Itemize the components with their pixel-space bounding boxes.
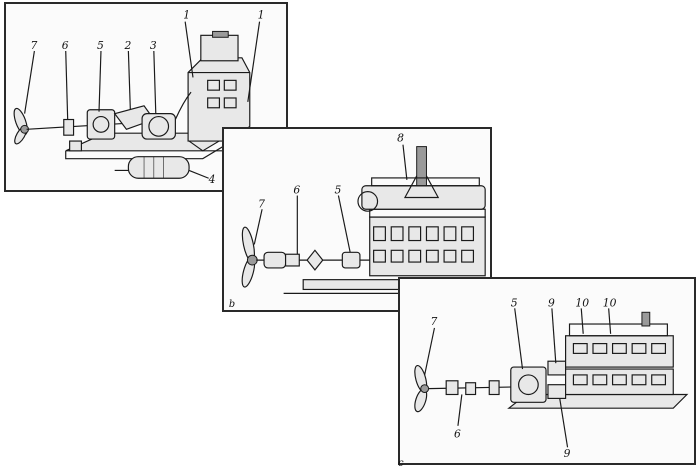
label-propeller-7: 7 [30,39,37,52]
label-coupling-9a: 9 [548,296,555,309]
diagram-panel-c: 7 5 9 10 10 6 9 [398,277,696,465]
gearbox [510,366,547,403]
panel-letter-c: c [398,458,404,469]
propeller-icon [414,364,430,413]
label-propeller-7: 7 [258,197,265,210]
boiler [187,30,251,142]
label-condenser-4: 4 [208,173,216,186]
label-coupling-5: 5 [334,184,341,197]
propeller-icon [13,107,30,145]
label-shaft-6: 6 [454,428,461,441]
gearbox [86,109,116,140]
panel-a-drawing: 7 6 5 2 3 1 1 4 a [13,9,265,186]
coupling [341,251,361,269]
coupling-lower [547,384,567,399]
diesel-engine-upper [565,311,674,368]
label-gearbox-5: 5 [511,296,518,309]
label-boiler-1b: 1 [258,9,265,22]
panel-b-drawing: 8 7 6 5 b [229,132,486,310]
shaft-bearing [306,249,324,271]
diagram-panel-a: 7 6 5 2 3 1 1 4 a [4,2,288,192]
panel-c-drawing: 7 5 9 10 10 6 9 [414,296,689,460]
label-engine-8: 8 [397,132,404,145]
label-reduction-2: 2 [123,39,131,52]
label-engine-10a: 10 [575,296,589,309]
label-shaft-6: 6 [293,184,300,197]
label-propeller-7: 7 [431,315,438,328]
label-coupling-9b: 9 [564,447,571,460]
label-engine-10b: 10 [603,296,617,309]
label-gearbox-5: 5 [97,39,104,52]
diesel-engine [357,146,486,277]
label-boiler-1a: 1 [183,9,190,22]
turbine [141,113,176,140]
shaft-bearing [488,380,500,396]
condenser [127,156,190,179]
label-shaft-6: 6 [62,39,69,52]
label-turbine-3: 3 [150,39,157,52]
panel-letter-b: b [229,299,235,310]
coupling-upper [547,360,567,376]
steam-pipe [174,91,192,120]
propeller-icon [241,226,258,288]
shaft-bearing [63,118,75,136]
diesel-engine-lower [565,368,674,396]
